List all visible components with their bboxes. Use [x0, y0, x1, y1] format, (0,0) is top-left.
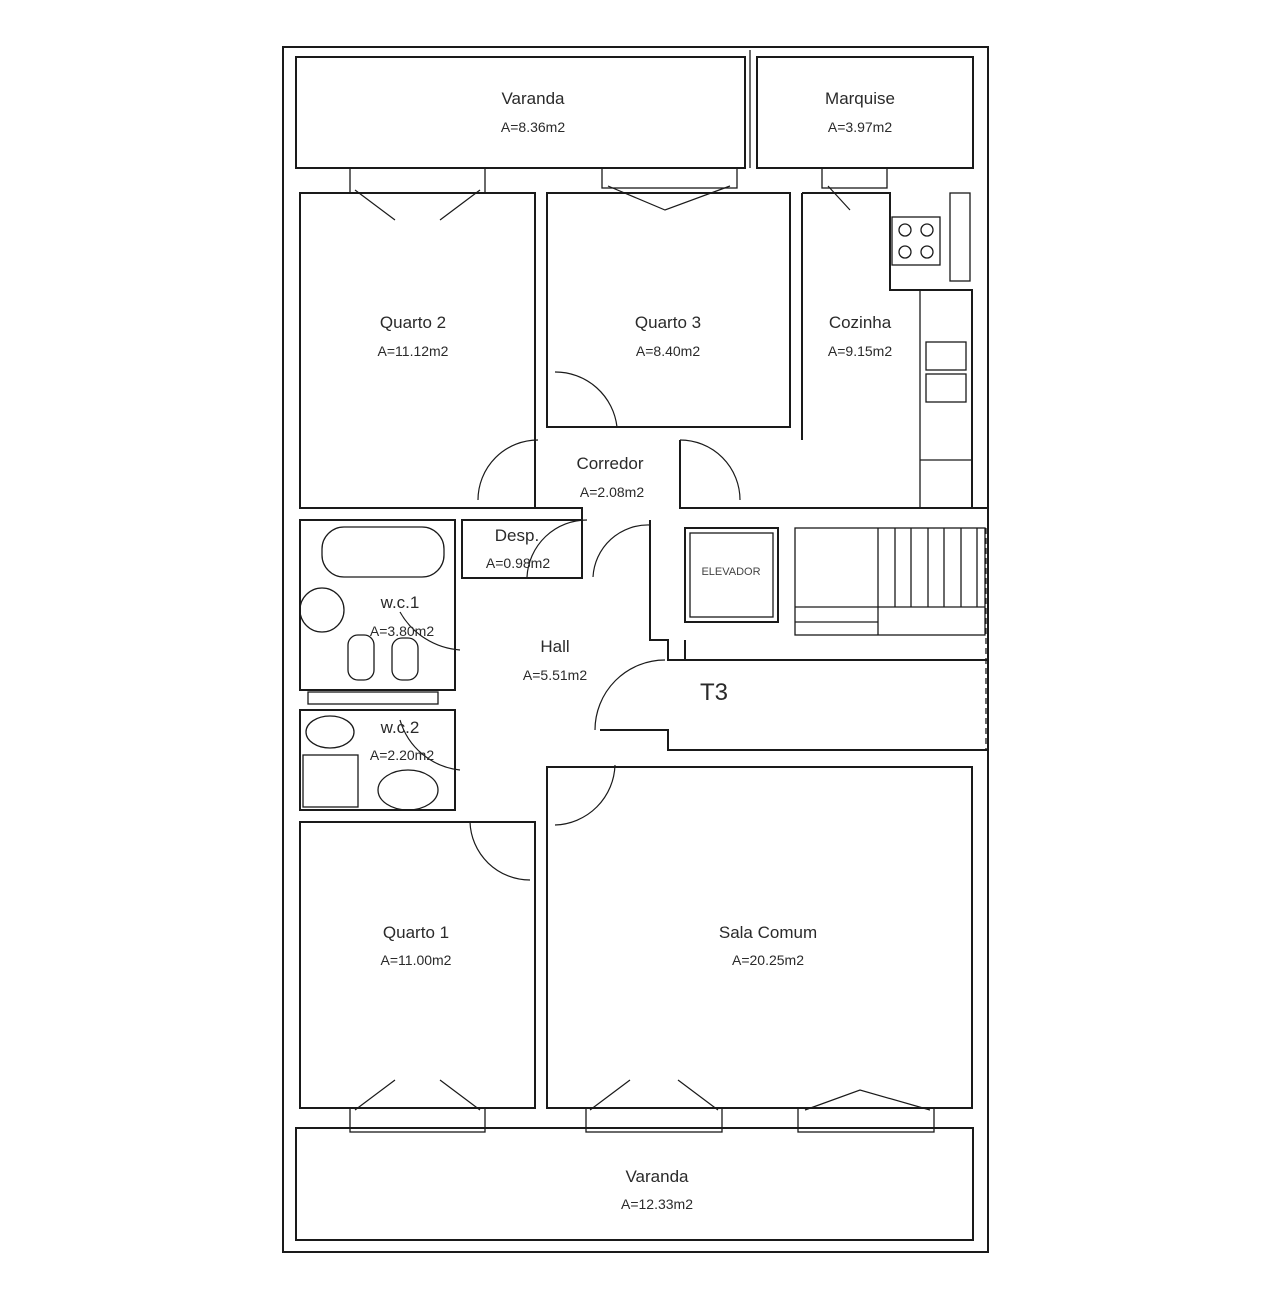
door-arc	[526, 519, 588, 578]
svg-text:A=12.33m2: A=12.33m2	[621, 1196, 693, 1212]
washbasin-icon	[299, 587, 345, 633]
door-arc	[477, 439, 539, 501]
door-arc	[592, 524, 651, 578]
burner-icon	[920, 223, 934, 237]
svg-text:A=8.40m2: A=8.40m2	[636, 343, 700, 359]
elevator-label: ELEVADOR	[701, 566, 760, 578]
label-quarto-1: Quarto 1 A=11.00m2	[381, 923, 452, 968]
room-varanda-top	[295, 56, 746, 169]
svg-text:w.c.2: w.c.2	[380, 718, 420, 737]
svg-text:A=2.20m2: A=2.20m2	[370, 747, 434, 763]
toilet-icon	[305, 715, 355, 749]
svg-text:Sala Comum: Sala Comum	[719, 923, 817, 942]
door-arc	[469, 821, 531, 881]
label-wc-2: w.c.2A=2.20m2	[370, 718, 434, 763]
stairs	[794, 527, 986, 636]
corridor-wall	[535, 440, 988, 520]
room-varanda-bottom	[295, 1127, 974, 1241]
svg-text:A=11.00m2: A=11.00m2	[381, 952, 452, 968]
svg-text:Quarto 3: Quarto 3	[635, 313, 701, 332]
stair-steps	[877, 528, 978, 635]
svg-text:A=2.08m2: A=2.08m2	[580, 484, 644, 500]
svg-text:A=3.80m2: A=3.80m2	[370, 623, 434, 639]
door-arc	[679, 439, 741, 501]
door-arc	[554, 764, 616, 826]
sink-icon	[925, 373, 967, 403]
room-quarto-3	[546, 192, 791, 428]
burner-icon	[898, 223, 912, 237]
room-wc-2	[299, 709, 456, 811]
svg-text:w.c.1: w.c.1	[380, 593, 420, 612]
stove-icon	[891, 216, 941, 266]
toilet-icon	[347, 634, 375, 681]
kitchen-counter	[919, 289, 973, 509]
burner-icon	[920, 245, 934, 259]
room-sala-comum	[546, 766, 973, 1109]
door-arc	[594, 659, 666, 731]
door-arc	[399, 611, 461, 651]
elevator-cab	[689, 532, 774, 618]
radiator	[307, 691, 439, 705]
svg-text:A=11.12m2: A=11.12m2	[378, 343, 449, 359]
bathtub-icon	[321, 526, 445, 578]
unit-type-label: T3	[700, 679, 728, 706]
room-wc-1	[299, 519, 456, 691]
svg-text:A=0.98m2: A=0.98m2	[486, 555, 550, 571]
room-marquise	[756, 56, 974, 169]
burner-icon	[898, 245, 912, 259]
label-quarto-3: Quarto 3 A=8.40m2	[635, 313, 701, 359]
svg-text:A=20.25m2: A=20.25m2	[732, 952, 804, 968]
hall-wall	[600, 520, 988, 751]
svg-text:A=3.97m2: A=3.97m2	[828, 119, 892, 135]
windows	[349, 167, 935, 1133]
washbasin-icon	[377, 769, 439, 811]
room-desp	[461, 519, 583, 579]
elevator	[684, 527, 779, 623]
svg-text:Corredor: Corredor	[576, 454, 643, 473]
svg-text:A=9.15m2: A=9.15m2	[828, 343, 892, 359]
door-arc	[399, 719, 461, 771]
svg-text:Varanda: Varanda	[501, 89, 565, 108]
label-quarto-2: Quarto 2 A=11.12m2	[378, 313, 449, 359]
label-desp: Desp. A=0.98m2	[486, 526, 550, 571]
bidet-icon	[391, 637, 419, 681]
door-arc	[554, 371, 618, 428]
shower-icon	[302, 754, 359, 808]
svg-text:Varanda: Varanda	[625, 1167, 689, 1186]
svg-text:Marquise: Marquise	[825, 89, 895, 108]
svg-text:Quarto 2: Quarto 2	[380, 313, 446, 332]
svg-text:Hall: Hall	[540, 637, 569, 656]
svg-text:Desp.: Desp.	[495, 526, 539, 545]
svg-text:A=8.36m2: A=8.36m2	[501, 119, 565, 135]
svg-text:Quarto 1: Quarto 1	[383, 923, 449, 942]
label-wc-1: w.c.1A=3.80m2	[370, 593, 434, 639]
sink-icon	[925, 341, 967, 371]
svg-text:Cozinha: Cozinha	[829, 313, 892, 332]
outer-wall	[282, 46, 989, 1253]
svg-text:A=5.51m2: A=5.51m2	[523, 667, 587, 683]
fridge-icon	[949, 192, 971, 282]
